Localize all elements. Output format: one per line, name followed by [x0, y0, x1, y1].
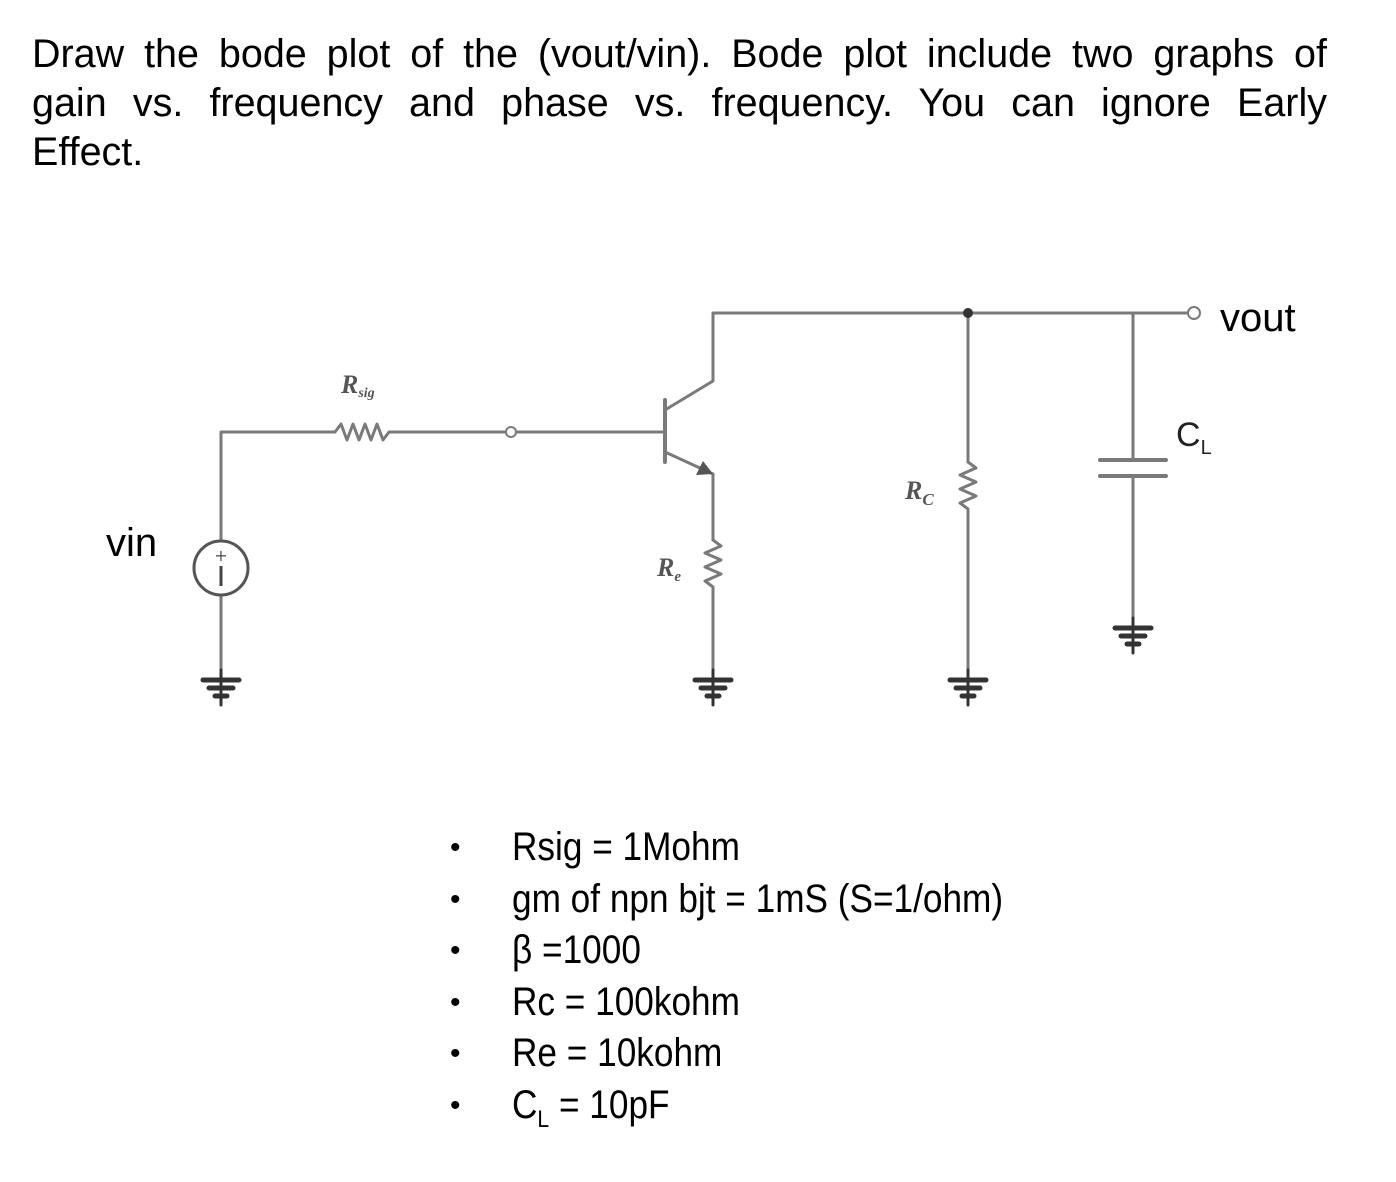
param-gm: •gm of npn bjt = 1mS (S=1/ohm) — [450, 874, 1070, 926]
problem-line-1: Draw the bode plot of the (vout/vin). Bo… — [32, 32, 1327, 76]
rsig-resistor — [333, 422, 510, 442]
vin-label: vin — [106, 521, 157, 565]
problem-line-2: gain vs. frequency and phase vs. frequen… — [32, 81, 1327, 125]
rc-resistor — [958, 460, 978, 682]
vout-terminal — [1187, 306, 1201, 320]
parameter-list: •Rsig = 1Mohm •gm of npn bjt = 1mS (S=1/… — [450, 822, 1070, 1145]
param-text: Rsig = 1Mohm — [512, 825, 740, 869]
bjt-emitter-arrow — [696, 461, 713, 475]
ground-cl — [1112, 616, 1154, 655]
param-text: gm of npn bjt = 1mS (S=1/ohm) — [512, 876, 1004, 921]
param-text: CL = 10pF — [512, 1082, 670, 1133]
re-resistor — [703, 538, 723, 682]
param-text: β =1000 — [512, 928, 641, 972]
param-rsig: •Rsig = 1Mohm — [450, 822, 1070, 874]
collector-node-dot — [963, 308, 973, 318]
vout-label: vout — [1220, 296, 1296, 340]
param-text: Re = 10kohm — [512, 1031, 723, 1075]
base-terminal — [505, 426, 517, 438]
wire-vin-top — [219, 430, 337, 544]
rsig-label: Rsig — [340, 370, 375, 401]
param-rc: •Rc = 100kohm — [450, 977, 1070, 1029]
ground-vin — [200, 668, 242, 707]
ground-re — [692, 668, 734, 707]
cl-label: CL — [1176, 416, 1212, 459]
param-beta: •β =1000 — [450, 925, 1070, 977]
re-label: Re — [656, 553, 681, 585]
rc-label: RC — [904, 476, 934, 509]
param-cl: •CL = 10pF — [450, 1080, 1070, 1146]
problem-line-3: Effect. — [32, 130, 144, 174]
param-re: •Re = 10kohm — [450, 1028, 1070, 1080]
ground-rc — [947, 668, 989, 707]
problem-statement: Draw the bode plot of the (vout/vin). Bo… — [32, 30, 1327, 177]
bjt-collector — [663, 311, 1162, 412]
param-text: Rc = 100kohm — [512, 979, 740, 1024]
source-plus: + — [214, 546, 227, 565]
